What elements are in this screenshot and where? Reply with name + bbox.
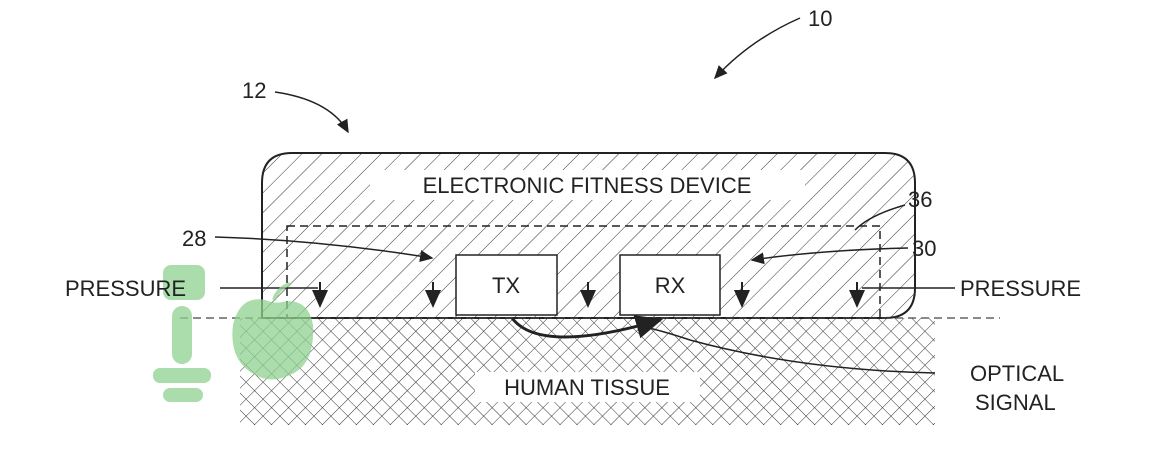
pressure-label-left: PRESSURE (65, 276, 186, 301)
human-tissue-region (240, 318, 935, 425)
rx-label: RX (655, 273, 686, 298)
optical-label-line2: SIGNAL (975, 390, 1056, 415)
ref-12: 12 (242, 78, 266, 103)
pressure-label-right: PRESSURE (960, 276, 1081, 301)
ref-28: 28 (182, 226, 206, 251)
ref-10: 10 (808, 6, 832, 31)
optical-label-line1: OPTICAL (970, 361, 1064, 386)
rx-box (619, 254, 721, 316)
leader-lines (214, 17, 955, 374)
tissue-label-bg (475, 372, 700, 402)
optical-signal-arc (510, 315, 663, 339)
tx-box (455, 254, 558, 316)
tissue-label: HUMAN TISSUE (504, 375, 670, 400)
pressure-arrows (312, 282, 865, 308)
tx-label: TX (492, 273, 520, 298)
device-label: ELECTRONIC FITNESS DEVICE (423, 173, 752, 198)
ref-36: 36 (908, 187, 932, 212)
watermark-logo (153, 265, 314, 402)
ref-30: 30 (912, 236, 936, 261)
device-label-bg (370, 170, 805, 200)
